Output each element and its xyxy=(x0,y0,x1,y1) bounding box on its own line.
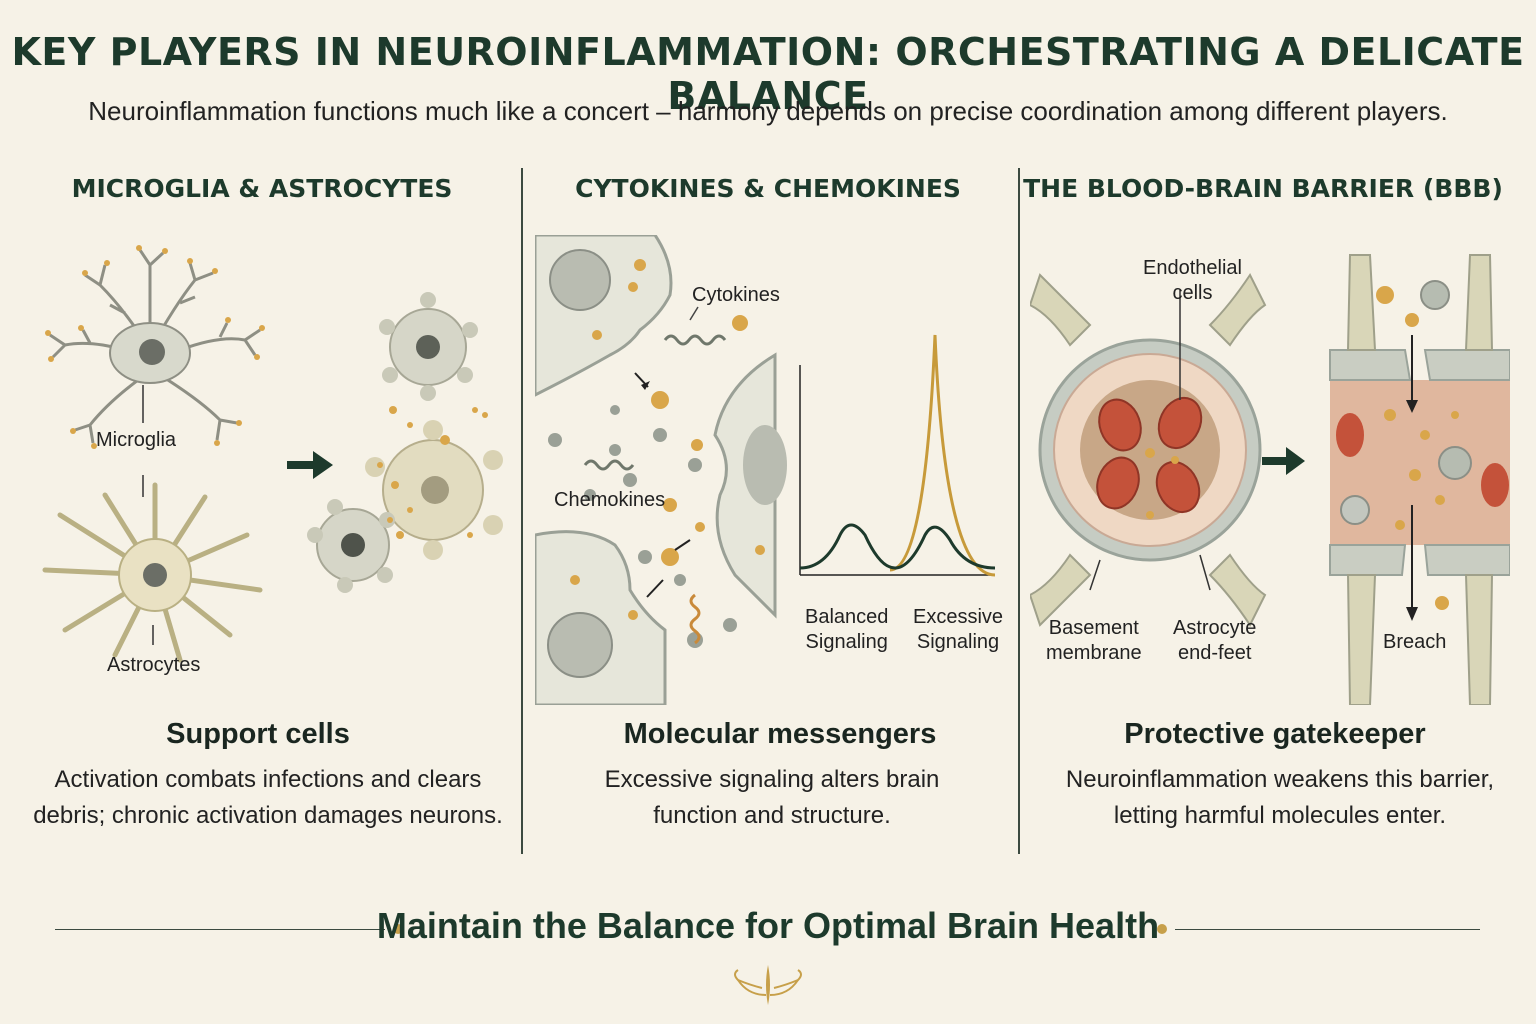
glia-description: Activation combats infections and clears… xyxy=(18,762,518,834)
excessive-signaling-line-2: Signaling xyxy=(916,631,1000,653)
signaling-description-line-1: Excessive signaling alters brain xyxy=(604,766,940,793)
bbb-description-line-1: Neuroinflammation weakens this barrier, xyxy=(1065,766,1495,793)
glia-illustration xyxy=(42,245,503,663)
endothelial-cells-label: Endothelial cells xyxy=(1143,256,1242,306)
column-divider-2 xyxy=(1018,168,1020,854)
breach-arrow-right xyxy=(1262,447,1305,475)
bbb-illustration xyxy=(1030,254,1510,705)
signaling-illustration xyxy=(535,235,996,705)
astrocyte-end-feet xyxy=(1030,273,1267,627)
footer-rule-right xyxy=(1175,929,1480,930)
breached-barrier xyxy=(1329,254,1510,705)
signaling-description-line-2: function and structure. xyxy=(653,802,891,829)
activated-glia xyxy=(307,292,503,593)
flourish-icon xyxy=(734,965,802,1005)
page-subtitle: Neuroinflammation functions much like a … xyxy=(88,96,1448,126)
excessive-signaling-curve xyxy=(889,334,996,577)
excessive-signaling-label: Excessive Signaling xyxy=(913,605,1003,655)
cell-top-left xyxy=(535,235,673,397)
signaling-description: Excessive signaling alters brain functio… xyxy=(522,762,1022,834)
footer-message: Maintain the Balance for Optimal Brain H… xyxy=(376,905,1160,946)
excessive-signaling-line-1: Excessive xyxy=(913,606,1004,628)
glia-subhead: Support cells xyxy=(166,718,350,750)
basement-membrane-label: Basement membrane xyxy=(1046,616,1142,666)
signaling-chart xyxy=(799,334,996,577)
balanced-signaling-curve xyxy=(799,523,996,570)
bbb-subhead: Protective gatekeeper xyxy=(1124,718,1426,750)
endothelial-label-line-1: Endothelial xyxy=(1143,257,1242,279)
balanced-signaling-label: Balanced Signaling xyxy=(805,605,888,655)
astro-label-line-1: Astrocyte xyxy=(1173,617,1257,639)
cytokines-label: Cytokines xyxy=(692,284,780,306)
red-blood-cells xyxy=(1096,396,1203,514)
astro-label-line-2: end-feet xyxy=(1177,642,1252,664)
chemokines-label: Chemokines xyxy=(554,489,666,511)
basement-label-line-2: membrane xyxy=(1046,642,1142,664)
column-divider-1 xyxy=(521,168,523,854)
balanced-signaling-line-2: Signaling xyxy=(805,631,888,653)
panel-heading-bbb: THE BLOOD-BRAIN BARRIER (BBB) xyxy=(1023,174,1503,203)
footer-dot-left xyxy=(393,924,403,934)
microglia-label: Microglia xyxy=(96,429,177,451)
astrocyte-end-feet-label: Astrocyte end-feet xyxy=(1173,616,1256,666)
bbb-description-line-2: letting harmful molecules enter. xyxy=(1113,802,1447,829)
activation-arrow xyxy=(287,451,333,479)
bbb-description: Neuroinflammation weakens this barrier, … xyxy=(1030,762,1530,834)
page-title: KEY PLAYERS IN NEUROINFLAMMATION: ORCHES… xyxy=(11,30,1525,118)
panel-heading-signaling: CYTOKINES & CHEMOKINES xyxy=(575,174,961,203)
astrocytes-label: Astrocytes xyxy=(107,654,201,676)
signaling-subhead: Molecular messengers xyxy=(623,718,937,750)
basement-label-line-1: Basement xyxy=(1048,617,1139,639)
breach-label: Breach xyxy=(1383,631,1447,653)
glia-description-line-2: debris; chronic activation damages neuro… xyxy=(33,802,503,829)
endothelial-label-line-2: cells xyxy=(1172,282,1213,304)
footer-dot-right xyxy=(1157,924,1167,934)
panel-heading-glia: MICROGLIA & ASTROCYTES xyxy=(71,174,453,203)
footer-rule-left xyxy=(55,929,385,930)
glia-description-line-1: Activation combats infections and clears xyxy=(54,766,482,793)
balanced-signaling-line-1: Balanced xyxy=(805,606,889,628)
